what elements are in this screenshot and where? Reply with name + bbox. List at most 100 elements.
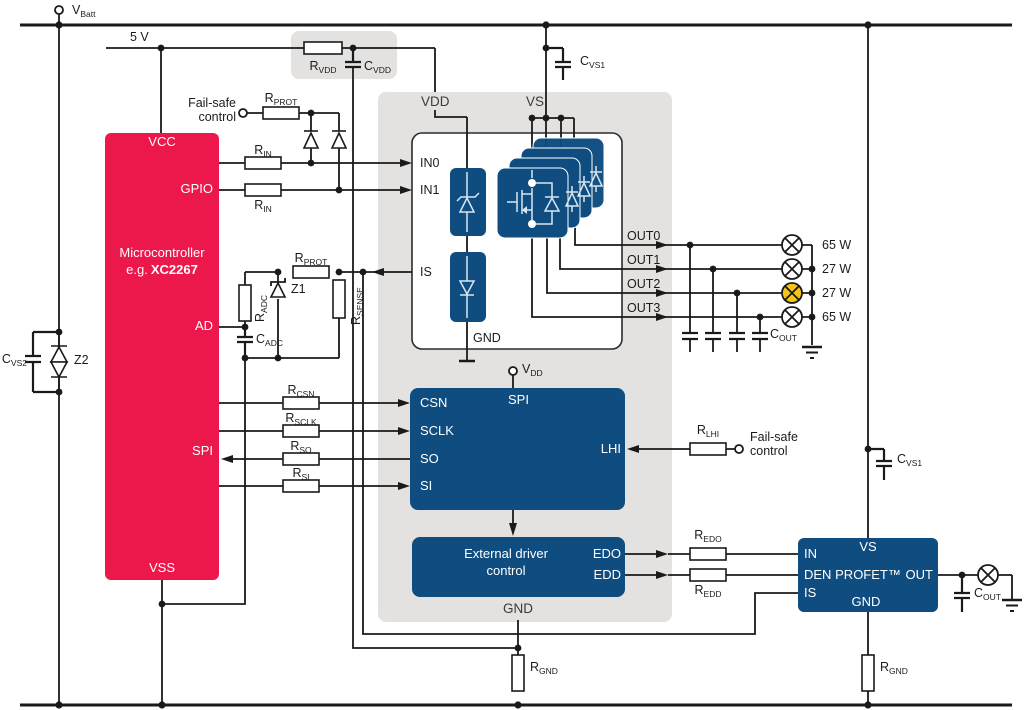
z2-lower bbox=[49, 361, 69, 379]
chip-gnd-pin: GND bbox=[473, 331, 501, 345]
r-gnd-b-label: RGND bbox=[880, 660, 908, 676]
component-layer bbox=[25, 5, 1022, 709]
arrow-csn bbox=[398, 399, 410, 407]
diode-in0 bbox=[302, 131, 320, 149]
r-edd-label: REDD bbox=[694, 583, 722, 599]
chip-out3-pin: OUT3 bbox=[627, 301, 661, 315]
c-vs2 bbox=[25, 330, 59, 394]
r-in-b-label: RIN bbox=[254, 198, 272, 214]
spi-block-title: SPI bbox=[508, 392, 529, 407]
panel-gnd-label: GND bbox=[503, 601, 533, 616]
junction-dots bbox=[55, 21, 966, 709]
lamp-out1-x bbox=[784, 261, 800, 277]
chip-in1-pin: IN1 bbox=[420, 183, 440, 197]
chip-out2-pin: OUT2 bbox=[627, 277, 661, 291]
spi-csn-pin: CSN bbox=[420, 395, 448, 410]
r-sense bbox=[332, 279, 346, 319]
r-lhi bbox=[689, 442, 727, 456]
r-adc bbox=[238, 284, 252, 322]
lamps bbox=[781, 234, 999, 586]
capacitors bbox=[25, 46, 970, 612]
external-driver-block bbox=[412, 537, 625, 597]
arrow-in1 bbox=[400, 186, 412, 194]
spi-sclk-pin: SCLK bbox=[420, 423, 454, 438]
r-sclk bbox=[282, 424, 320, 438]
r-prot-top bbox=[262, 106, 300, 120]
clamp-diode-glyphs bbox=[456, 172, 480, 318]
c-vdd-label: CVDD bbox=[364, 59, 391, 75]
r-in-a bbox=[244, 156, 282, 170]
mcu-gpio-pin: GPIO bbox=[180, 181, 213, 196]
r-edo bbox=[689, 547, 727, 561]
r-si bbox=[282, 479, 320, 493]
ext-driver-line2: control bbox=[486, 563, 526, 578]
vdd-terminal-label: VDD bbox=[522, 362, 543, 378]
five-volt-label: 5 V bbox=[130, 30, 149, 44]
vdd-terminal bbox=[508, 366, 518, 376]
spi-lhi-pin: LHI bbox=[600, 441, 621, 456]
ext-edd-pin: EDD bbox=[593, 567, 621, 582]
profet-out-pin: OUT bbox=[905, 567, 933, 582]
arrow-edd bbox=[656, 571, 668, 579]
spi-net bbox=[219, 375, 735, 523]
c-vs1-top-label: CVS1 bbox=[580, 54, 606, 70]
c-vs1-right bbox=[868, 447, 892, 480]
load-out2-power: 27 W bbox=[822, 286, 852, 300]
profet-block bbox=[798, 538, 938, 612]
z1-label: Z1 bbox=[291, 282, 306, 296]
mcu-name-line2: e.g.XC2267 bbox=[126, 262, 198, 277]
mcu-ad-pin: AD bbox=[194, 318, 213, 333]
r-in-b bbox=[244, 183, 282, 197]
chip-vdd-pin: VDD bbox=[421, 94, 450, 109]
lamp-out3-x bbox=[784, 309, 800, 325]
wire-layer bbox=[20, 14, 1013, 707]
r-in-a-label: RIN bbox=[254, 143, 272, 159]
lamp-out0-x bbox=[784, 237, 800, 253]
load-out1-power: 27 W bbox=[822, 262, 852, 276]
r-prot-top-label: RPROT bbox=[264, 91, 298, 107]
resistors bbox=[238, 41, 875, 692]
mosfet-stack bbox=[496, 137, 605, 239]
ext-edo-pin: EDO bbox=[592, 546, 621, 561]
r-si-label: RSI bbox=[292, 466, 310, 482]
ground-symbols bbox=[802, 345, 1022, 612]
output-net bbox=[531, 215, 813, 352]
arrow-sclk bbox=[398, 427, 410, 435]
arrow-lhi bbox=[627, 445, 639, 453]
chip-out0-pin: OUT0 bbox=[627, 229, 661, 243]
c-out-bank bbox=[682, 331, 768, 341]
chip-out1-pin: OUT1 bbox=[627, 253, 661, 267]
input-net bbox=[219, 112, 400, 191]
lamp-out2-x bbox=[784, 285, 800, 301]
arrow-so bbox=[221, 455, 233, 463]
r-lhi-label: RLHI bbox=[696, 423, 720, 439]
mcu-vss-pin: VSS bbox=[148, 560, 176, 575]
r-gnd-a bbox=[511, 654, 525, 692]
chip-is-pin: IS bbox=[420, 265, 432, 279]
arrow-out3 bbox=[656, 313, 668, 321]
r-gnd-b bbox=[861, 654, 875, 692]
c-vs2-label: CVS2 bbox=[1, 352, 27, 368]
r-edd bbox=[689, 568, 727, 582]
lamp-profet-x bbox=[980, 567, 996, 583]
profet-net bbox=[625, 25, 1013, 705]
r-edo-label: REDO bbox=[694, 528, 722, 544]
r-so-label: RSO bbox=[290, 439, 312, 455]
spi-si-pin: SI bbox=[420, 478, 433, 493]
r-so bbox=[282, 452, 320, 466]
vbatt-terminal bbox=[54, 5, 64, 15]
five-volt-net bbox=[106, 47, 467, 133]
mcu-vcc-pin: VCC bbox=[148, 134, 176, 149]
internal-clamp-diodes bbox=[450, 168, 486, 322]
microcontroller-block bbox=[105, 133, 219, 580]
c-vs1-right-label: CVS1 bbox=[897, 452, 923, 468]
profet-is-pin: IS bbox=[804, 585, 817, 600]
profet-vs-pin: VS bbox=[859, 539, 877, 554]
r-prot-is bbox=[292, 265, 330, 279]
mcu-name-line1: Microcontroller bbox=[119, 245, 205, 260]
chip-in0-pin: IN0 bbox=[420, 156, 440, 170]
c-out-bank-label: COUT bbox=[770, 327, 797, 343]
arrow-edo bbox=[656, 550, 668, 558]
